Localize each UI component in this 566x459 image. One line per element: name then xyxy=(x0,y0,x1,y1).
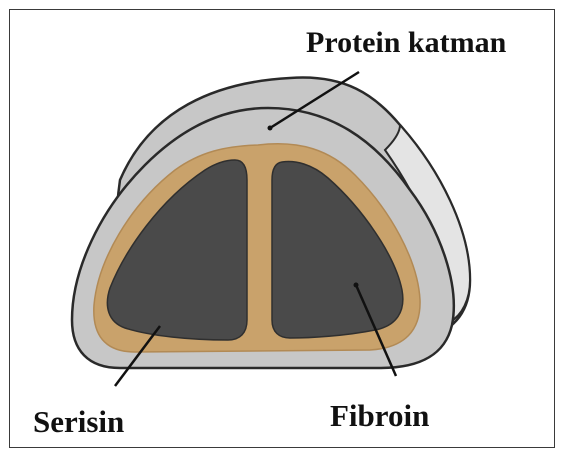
protein-layer-pointer-dot xyxy=(268,126,273,131)
sericin-label: Serisin xyxy=(33,406,124,437)
fibroin-label: Fibroin xyxy=(330,400,429,431)
protein-layer-label: Protein katman xyxy=(306,28,506,58)
fibroin-pointer-dot xyxy=(354,283,359,288)
